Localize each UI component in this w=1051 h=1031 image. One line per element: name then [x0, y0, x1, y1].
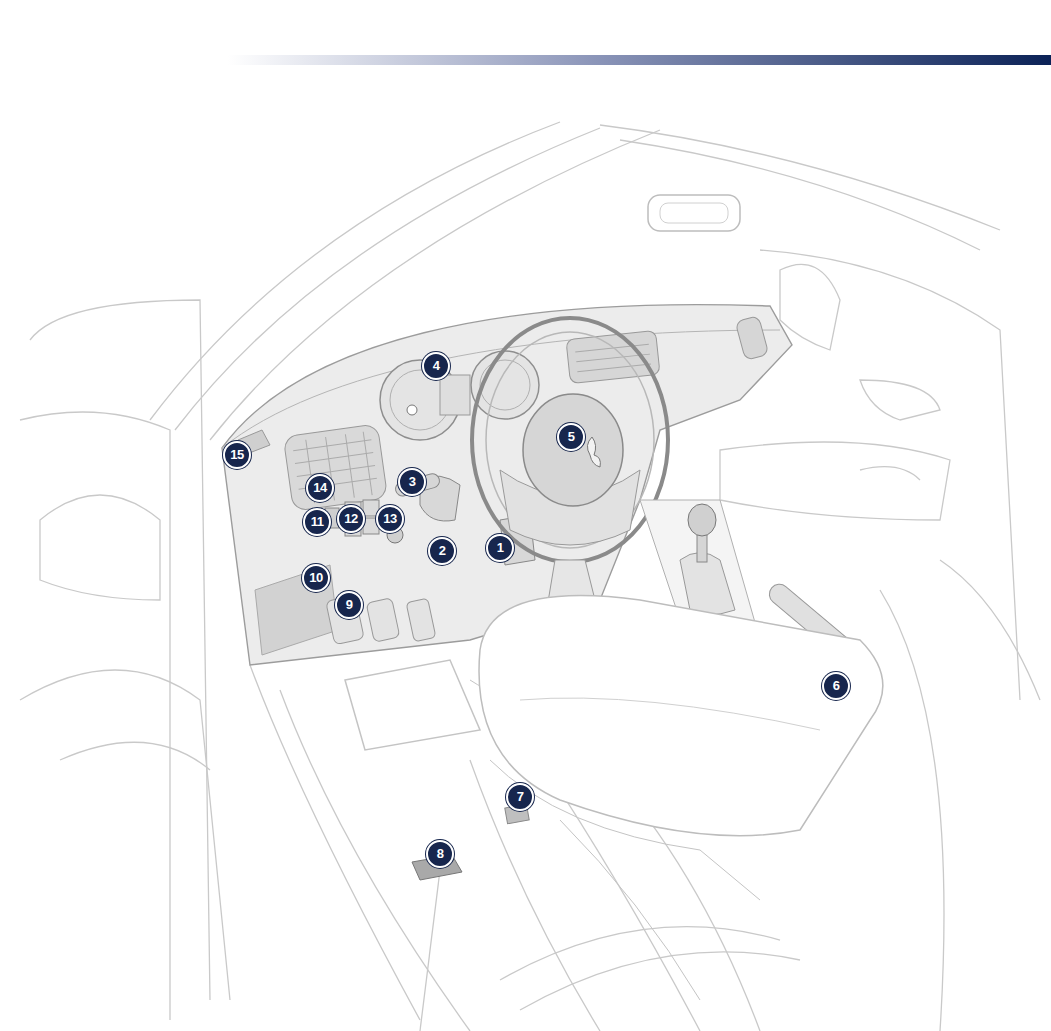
callout-number: 15	[223, 441, 251, 469]
rear-view-mirror	[648, 195, 740, 231]
steering-wheel	[472, 318, 668, 620]
callout-number: 4	[422, 352, 450, 380]
callout-number: 8	[426, 840, 454, 868]
callout-number: 11	[303, 508, 331, 536]
callout-number: 14	[306, 474, 334, 502]
callout-number: 5	[557, 423, 585, 451]
callout-number: 1	[486, 534, 514, 562]
callout-number: 6	[822, 672, 850, 700]
callout-number: 2	[428, 537, 456, 565]
driver-seat	[412, 596, 883, 1000]
body-outline	[20, 122, 1040, 1031]
callout-number: 13	[376, 505, 404, 533]
callout-number: 10	[302, 564, 330, 592]
header-bar	[228, 55, 1051, 65]
callout-number: 3	[398, 468, 426, 496]
callout-number: 7	[506, 783, 534, 811]
callout-number: 12	[337, 505, 365, 533]
callout-number: 9	[335, 591, 363, 619]
